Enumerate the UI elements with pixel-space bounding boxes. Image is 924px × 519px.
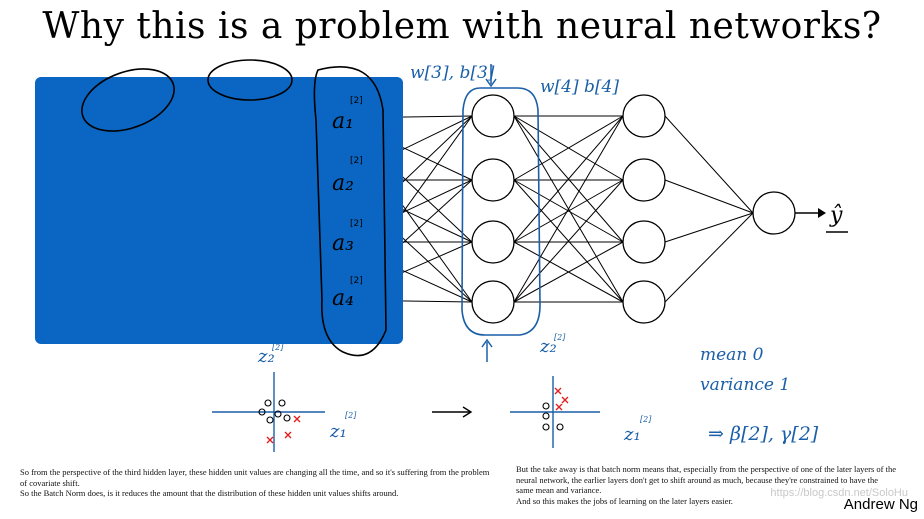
scatter-left-points (258, 399, 291, 424)
caption-right-line-2: And so this makes the jobs of learning o… (516, 495, 733, 506)
network-edge (513, 179, 624, 303)
caption-right-line-1: But the take away is that batch norm mea… (516, 464, 897, 495)
hidden-node (471, 94, 515, 138)
note-params: ⇒ β[2], γ[2] (708, 423, 819, 445)
label-a3-sup: [2] (350, 219, 363, 229)
ellipse-mark-2 (207, 59, 293, 101)
slide-title: Why this is a problem with neural networ… (42, 6, 882, 47)
label-z1-left-sup: [2] (345, 411, 357, 420)
scatter-right-crosses (554, 387, 569, 411)
label-a4: a₄ (332, 286, 354, 311)
hidden-node (622, 94, 666, 138)
output-label: ŷ (829, 203, 843, 228)
author-name: Andrew Ng (843, 496, 918, 513)
label-z-left: z₂ (257, 346, 275, 367)
transform-arrow-head (462, 406, 473, 418)
watermark: https://blog.csdn.net/SoloHu (770, 487, 908, 499)
ellipse-mark-1 (81, 68, 175, 132)
hidden-node (471, 158, 515, 202)
layer3-up-arrow-head (481, 338, 493, 348)
network-edge (664, 212, 754, 243)
scatter-right-points (542, 402, 564, 431)
label-a1: a₁ (332, 109, 354, 134)
label-z1-left: z₁ (329, 421, 347, 442)
label-z-left-sup: [2] (272, 343, 284, 352)
label-z-top-sup: [2] (554, 333, 566, 342)
network-edge (513, 115, 624, 243)
network-edge (513, 179, 624, 243)
layer3-weights-label: w[3], b[3] (410, 63, 495, 83)
hidden-node (471, 280, 515, 324)
layer3-down-arrow-head (485, 78, 497, 88)
network-edge (513, 241, 624, 303)
network-edge (664, 179, 754, 214)
note-variance: variance 1 (700, 375, 790, 395)
label-a1-sup: [2] (350, 96, 363, 106)
hidden-node (622, 220, 666, 264)
network-nodes (471, 94, 796, 324)
network-edge (664, 115, 754, 214)
output-arrow-head (818, 208, 826, 218)
label-a4-sup: [2] (350, 276, 363, 286)
network-edge (664, 212, 754, 303)
layer2-bracket (313, 66, 387, 357)
caption-right: But the take away is that batch norm mea… (516, 464, 896, 506)
hidden-node (622, 280, 666, 324)
output-node (752, 191, 796, 235)
layer3-bracket (461, 87, 541, 336)
caption-left-line-1: So from the perspective of the third hid… (20, 467, 490, 488)
caption-left: So from the perspective of the third hid… (20, 467, 490, 499)
label-z1-right-sup: [2] (640, 415, 652, 424)
hidden-node (471, 220, 515, 264)
scatter-left-crosses (266, 415, 301, 444)
note-mean: mean 0 (700, 345, 764, 365)
caption-left-line-2: So the Batch Norm does, is it reduces th… (20, 488, 399, 498)
network-edge (513, 115, 624, 181)
label-a2: a₂ (332, 171, 354, 196)
network-edge (513, 115, 624, 303)
label-a2-sup: [2] (350, 156, 363, 166)
layer4-weights-label: w[4] b[4] (540, 77, 619, 97)
label-a3: a₃ (332, 231, 354, 256)
hidden-node (622, 158, 666, 202)
label-z-top: z₂ (539, 336, 557, 357)
label-z1-right: z₁ (623, 424, 641, 445)
mask-rectangle (35, 77, 403, 344)
